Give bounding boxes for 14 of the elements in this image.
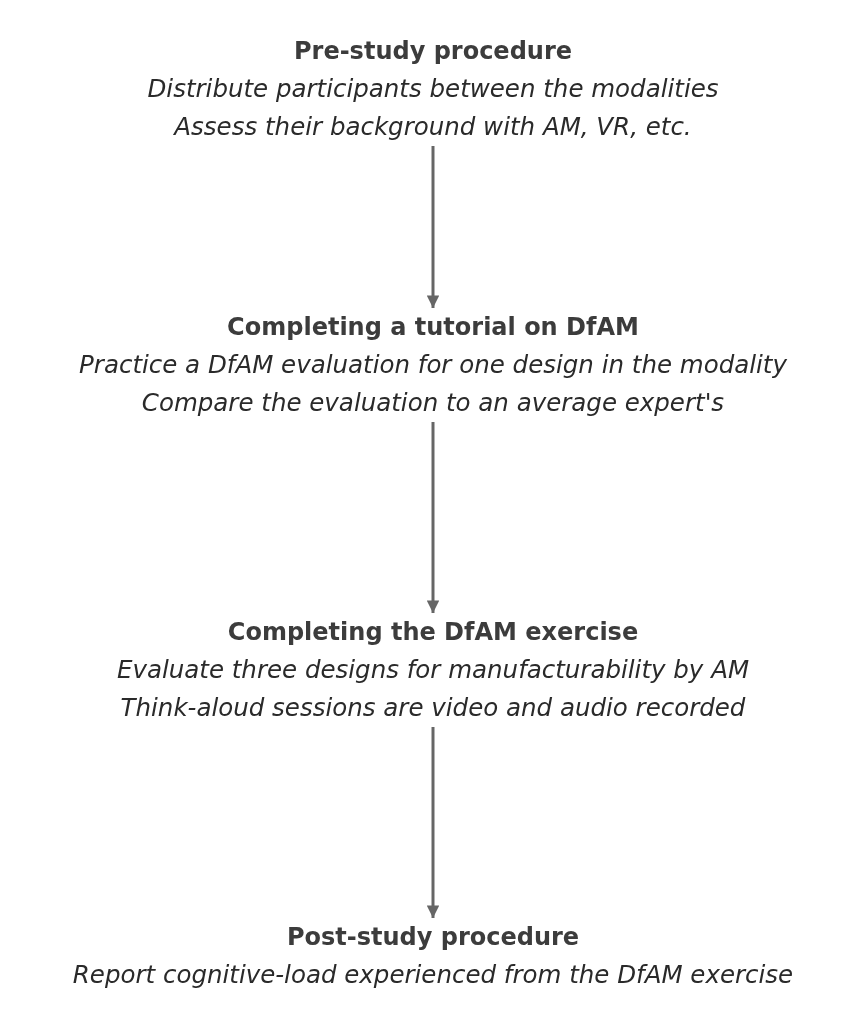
step-description: Distribute participants between the modalities	[146, 73, 720, 105]
arrow	[426, 727, 440, 918]
step-heading: Pre-study procedure	[292, 36, 574, 67]
step-description: Think-aloud sessions are video and audio recorded	[119, 692, 747, 724]
step-description: Compare the evaluation to an average expert's	[140, 387, 726, 419]
step-heading: Post-study procedure	[285, 922, 581, 953]
step-description: Practice a DfAM evaluation for one design in the modality	[78, 349, 788, 381]
step-heading: Completing the DfAM exercise	[226, 617, 640, 648]
step-description: Evaluate three designs for manufacturability by AM	[115, 654, 751, 686]
step-description: Assess their background with AM, VR, etc.	[172, 111, 693, 143]
step-description: Report cognitive-load experienced from the DfAM exercise	[71, 959, 795, 991]
arrow	[426, 146, 440, 308]
step-heading: Completing a tutorial on DfAM	[226, 312, 640, 343]
arrow	[426, 422, 440, 613]
